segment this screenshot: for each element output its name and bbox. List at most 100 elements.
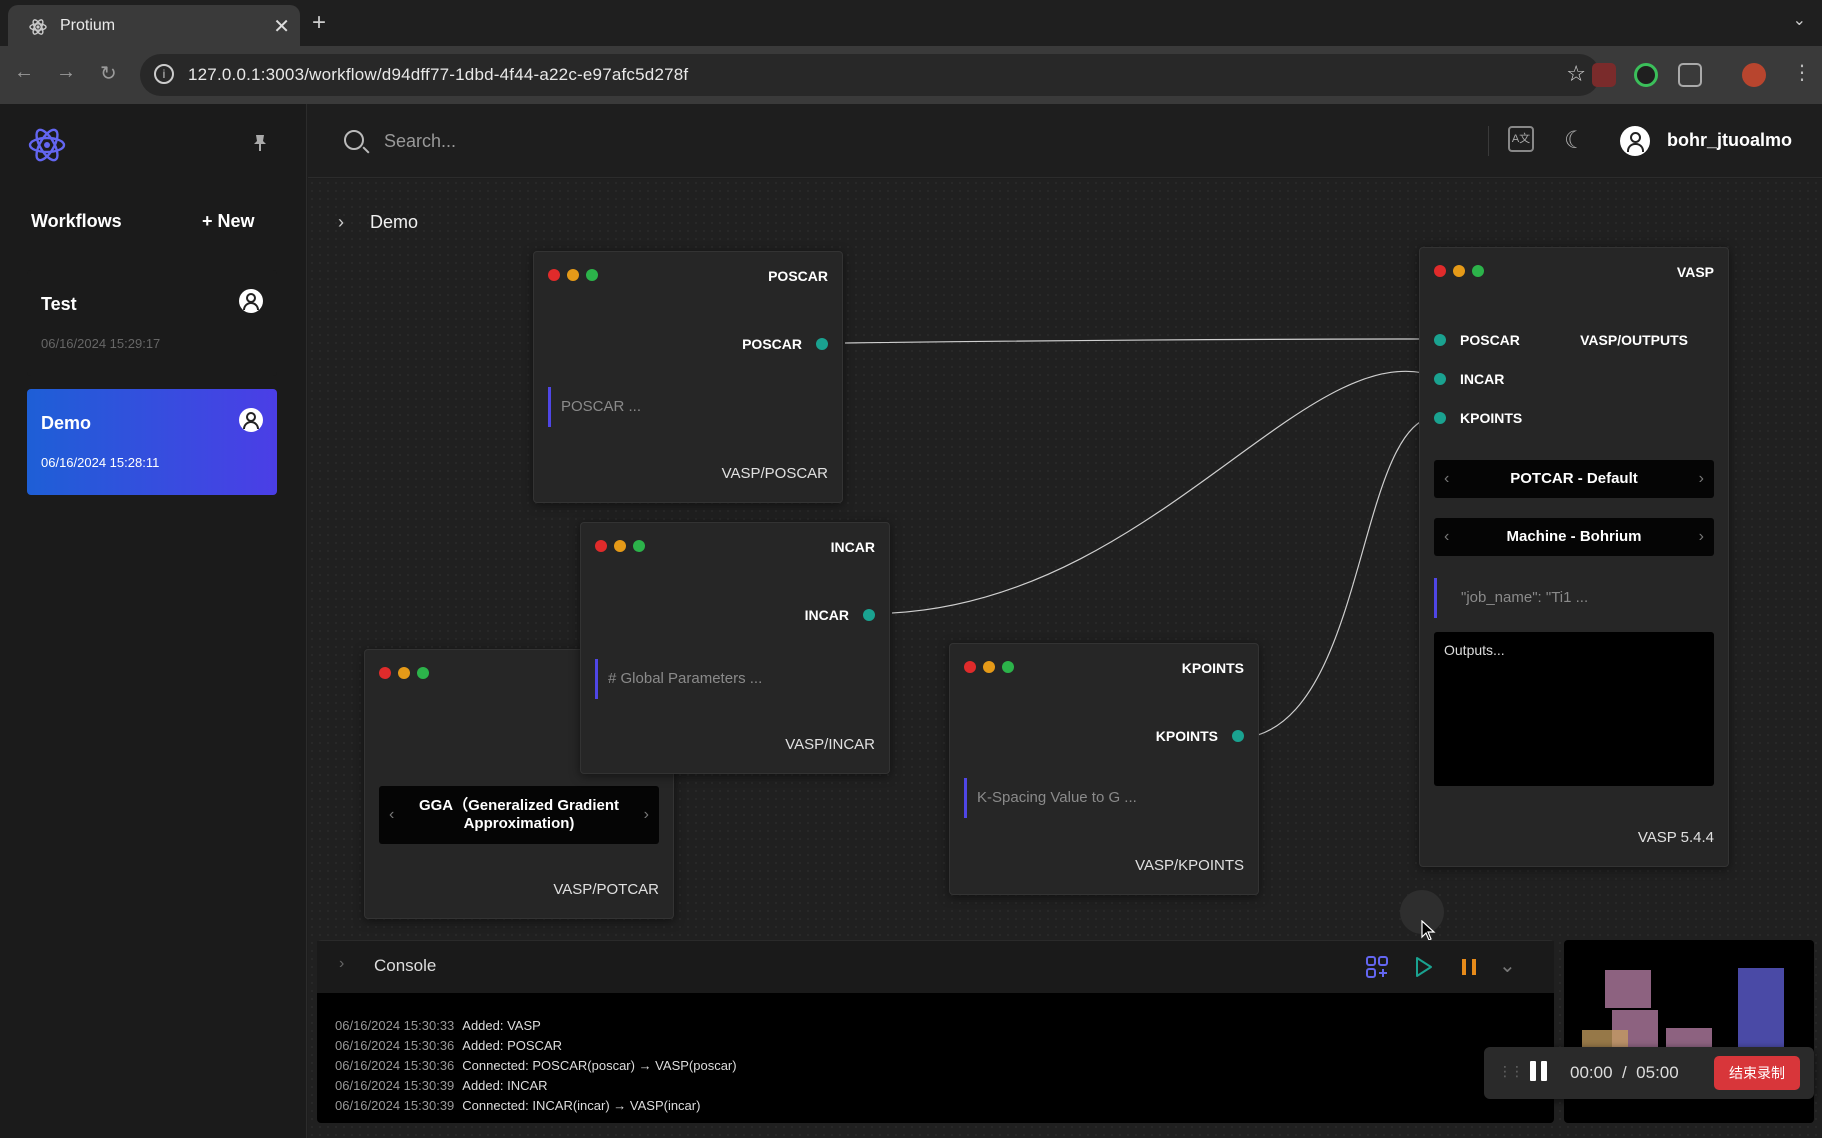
node-poscar[interactable]: POSCAR POSCAR POSCAR ... VASP/POSCAR: [533, 251, 843, 503]
address-bar: ← → ↻ i 127.0.0.1:3003/workflow/d94dff77…: [0, 46, 1822, 104]
url-field[interactable]: i 127.0.0.1:3003/workflow/d94dff77-1dbd-…: [140, 54, 1600, 96]
site-info-icon[interactable]: i: [154, 64, 174, 84]
run-play-icon[interactable]: [1411, 955, 1435, 979]
header-divider: [1488, 126, 1489, 156]
minimap-node: [1605, 970, 1651, 1008]
workflow-date: 06/16/2024 15:28:11: [41, 455, 160, 470]
profile-avatar-icon[interactable]: [1742, 63, 1766, 87]
outputs-panel[interactable]: Outputs...: [1434, 632, 1714, 786]
edges-layer: [844, 338, 1439, 736]
output-port-label: KPOINTS: [1155, 728, 1218, 744]
potcar-functional-select[interactable]: ‹ GGA（Generalized Gradient Approximation…: [379, 786, 659, 844]
machine-select[interactable]: ‹ Machine - Bohrium ›: [1434, 518, 1714, 556]
kpoints-editor[interactable]: K-Spacing Value to G ...: [964, 778, 1137, 818]
drag-grip-icon[interactable]: ⋮⋮: [1498, 1063, 1524, 1079]
input-port-handle[interactable]: [1434, 373, 1446, 385]
extension-icon[interactable]: [1634, 63, 1658, 87]
tab-menu-icon[interactable]: ⌄: [1792, 12, 1806, 29]
console-expand-chevron-icon[interactable]: ›: [339, 955, 345, 972]
username[interactable]: bohr_jtuoalmo: [1667, 130, 1792, 150]
job-config-editor[interactable]: "job_name": "Ti1 ...: [1434, 578, 1588, 618]
pause-icon[interactable]: [1457, 955, 1481, 979]
edge-kpoints-vasp: [1257, 415, 1439, 736]
select-value: Machine - Bohrium: [1506, 528, 1642, 545]
input-port-label: KPOINTS: [1460, 410, 1523, 426]
collapse-chevron-icon[interactable]: ⌄: [1499, 955, 1516, 977]
theme-moon-icon[interactable]: ☾: [1564, 127, 1586, 154]
window-dots: [379, 666, 436, 684]
reload-icon[interactable]: ↻: [100, 63, 117, 85]
owner-avatar-icon: [239, 408, 263, 432]
workflow-name: Test: [41, 294, 77, 314]
new-tab-button[interactable]: +: [312, 9, 327, 36]
add-node-icon[interactable]: [1365, 955, 1389, 979]
poscar-editor[interactable]: POSCAR ...: [548, 387, 641, 427]
protium-logo[interactable]: [26, 124, 68, 166]
stop-recording-button[interactable]: 结束录制: [1714, 1056, 1800, 1090]
owner-avatar-icon: [239, 289, 263, 313]
node-incar[interactable]: INCAR INCAR # Global Parameters ... VASP…: [580, 522, 890, 774]
chevron-left-icon: ‹: [389, 806, 395, 823]
console-title: Console: [374, 956, 437, 975]
chevron-right-icon: ›: [1698, 470, 1704, 487]
potcar-select[interactable]: ‹ POTCAR - Default ›: [1434, 460, 1714, 498]
node-type-label: VASP/KPOINTS: [1135, 857, 1244, 874]
input-port-handle[interactable]: [1434, 412, 1446, 424]
output-port-handle[interactable]: [816, 338, 828, 350]
browser-menu-icon[interactable]: ⋮: [1792, 62, 1812, 84]
extension-icon[interactable]: [1592, 63, 1616, 87]
browser-tab[interactable]: Protium ✕: [8, 5, 300, 46]
node-title: VASP: [1676, 264, 1714, 280]
bookmark-star-icon[interactable]: ☆: [1566, 61, 1586, 86]
output-port-label: POSCAR: [742, 336, 802, 352]
chevron-left-icon: ‹: [1444, 528, 1450, 545]
workflows-heading: Workflows: [31, 211, 122, 231]
output-port-handle[interactable]: [1232, 730, 1244, 742]
edge-incar-vasp: [891, 370, 1439, 614]
mouse-cursor-icon: [1421, 920, 1436, 941]
node-type-label: VASP 5.4.4: [1637, 829, 1714, 846]
workflow-card-demo[interactable]: Demo 06/16/2024 15:28:11: [27, 389, 277, 495]
recorder-pause-icon[interactable]: [1530, 1061, 1552, 1086]
breadcrumb-chevron-icon[interactable]: ›: [338, 212, 344, 232]
output-port-label: INCAR: [804, 607, 849, 623]
search-input[interactable]: [384, 128, 984, 154]
node-title: INCAR: [830, 539, 875, 555]
translate-icon[interactable]: A文: [1508, 126, 1534, 152]
output-port-handle[interactable]: [863, 609, 875, 621]
chevron-left-icon: ‹: [1444, 470, 1450, 487]
window-dots: [548, 268, 605, 286]
select-value: GGA（Generalized Gradient Approximation): [418, 797, 620, 832]
workflow-card-test[interactable]: Test 06/16/2024 15:29:17: [27, 270, 277, 376]
top-header: A文 ☾ bohr_jtuoalmo: [308, 104, 1822, 178]
node-type-label: VASP/POSCAR: [721, 465, 828, 482]
node-type-label: VASP/POTCAR: [553, 881, 659, 898]
workflow-date: 06/16/2024 15:29:17: [41, 336, 161, 351]
new-workflow-button[interactable]: + New: [202, 211, 255, 231]
forward-icon[interactable]: →: [56, 61, 76, 83]
back-icon[interactable]: ←: [14, 61, 34, 83]
node-type-label: VASP/INCAR: [785, 736, 875, 753]
node-vasp[interactable]: VASP POSCAR VASP/OUTPUTS INCAR KPOINTS ‹…: [1419, 247, 1729, 867]
select-value: POTCAR - Default: [1510, 470, 1638, 487]
tab-close-icon[interactable]: ✕: [273, 16, 290, 38]
node-title: POSCAR: [768, 268, 828, 284]
puzzle-extension-icon[interactable]: [1678, 63, 1702, 87]
pin-icon[interactable]: [252, 134, 268, 152]
sidebar: Workflows + New Test 06/16/2024 15:29:17…: [0, 104, 307, 1138]
node-kpoints[interactable]: KPOINTS KPOINTS K-Spacing Value to G ...…: [949, 643, 1259, 895]
screen-recorder-bar: ⋮⋮ 00:00 / 05:00 结束录制: [1484, 1047, 1814, 1099]
search-icon: [344, 130, 364, 150]
chevron-right-icon: ›: [1698, 528, 1704, 545]
breadcrumb-title: Demo: [370, 212, 419, 232]
input-port-handle[interactable]: [1434, 334, 1446, 346]
incar-editor[interactable]: # Global Parameters ...: [595, 659, 762, 699]
output-port-label: VASP/OUTPUTS: [1580, 332, 1688, 348]
user-avatar[interactable]: [1620, 126, 1650, 156]
